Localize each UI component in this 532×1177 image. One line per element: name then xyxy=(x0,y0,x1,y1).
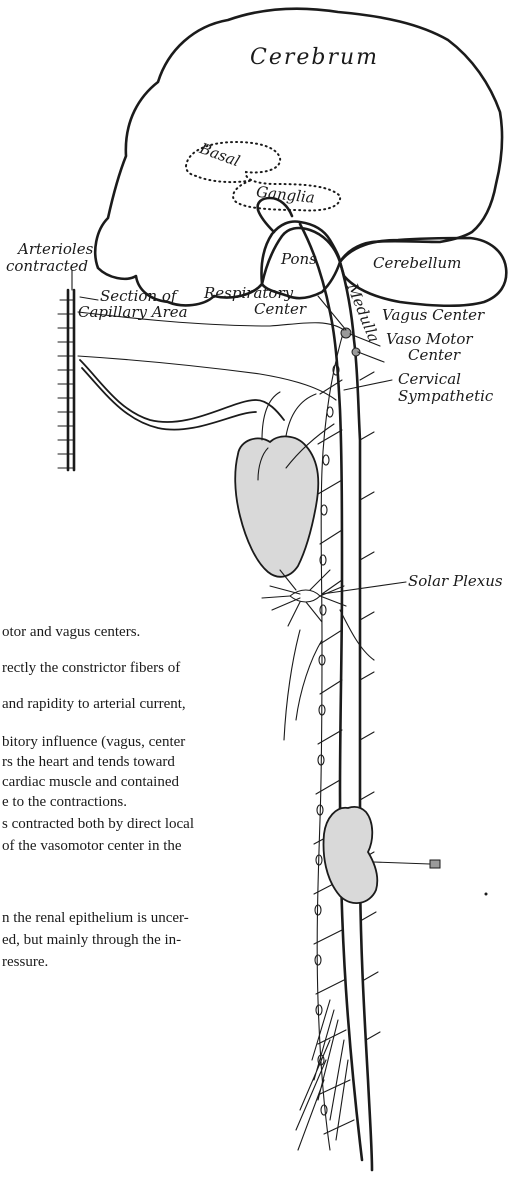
body-text-line: and rapidity to arterial current, xyxy=(2,696,186,712)
body-text-line: rs the heart and tends toward xyxy=(2,754,175,770)
kidney-nerve xyxy=(374,862,430,864)
kidney xyxy=(324,807,378,903)
solar-plexus xyxy=(262,570,374,740)
body-text-line: cardiac muscle and contained xyxy=(2,774,179,790)
label-basal: Basal xyxy=(196,139,242,170)
chain-ganglion xyxy=(323,455,329,465)
chain-ganglion xyxy=(321,505,327,515)
leader-section xyxy=(80,297,98,300)
chain-ganglion xyxy=(320,605,326,615)
leader-vaso xyxy=(358,352,384,362)
leader-solar xyxy=(322,582,406,594)
chain-ganglion xyxy=(321,1105,327,1115)
body-text-line: rectly the constrictor fibers of xyxy=(2,660,180,676)
body-text-line: ressure. xyxy=(2,954,48,970)
chain-ganglion xyxy=(315,955,321,965)
stray-dot xyxy=(485,893,488,896)
body-text-line: n the renal epithelium is uncer- xyxy=(2,910,189,926)
medulla-cord-right xyxy=(340,262,372,1170)
label-pons: Pons xyxy=(280,250,317,268)
label-contracted: contracted xyxy=(6,257,88,275)
leader-cervical xyxy=(344,380,392,390)
label-capillary-area: Capillary Area xyxy=(78,303,188,321)
kidney-knob xyxy=(430,860,440,868)
artery-to-heart-2 xyxy=(82,368,256,430)
label-vaso-center: Center xyxy=(408,346,461,364)
label-sympathetic: Sympathetic xyxy=(398,387,494,405)
body-text-line: e to the contractions. xyxy=(2,794,127,810)
label-solar-plexus: Solar Plexus xyxy=(408,572,503,590)
label-arterioles: Arterioles xyxy=(16,240,94,258)
capillary-ticks xyxy=(58,300,74,468)
label-cerebrum: Cerebrum xyxy=(250,45,379,70)
heart xyxy=(235,436,318,576)
capillary-area xyxy=(68,290,74,470)
body-text-line: s contracted both by direct local xyxy=(2,816,194,832)
label-vagus-center: Vagus Center xyxy=(382,306,485,324)
label-cervical: Cervical xyxy=(398,370,461,388)
body-text-line: otor and vagus centers. xyxy=(2,624,140,640)
vaso-fiber-mid xyxy=(78,356,336,400)
label-cerebellum: Cerebellum xyxy=(373,254,461,272)
body-text-line: of the vasomotor center in the xyxy=(2,838,182,854)
label-ganglia: Ganglia xyxy=(255,183,315,207)
chain-ganglion xyxy=(327,407,333,417)
body-text-line: bitory influence (vagus, center xyxy=(2,734,185,750)
body-text-line: ed, but mainly through the in- xyxy=(2,932,181,948)
label-center-resp: Center xyxy=(254,300,307,318)
